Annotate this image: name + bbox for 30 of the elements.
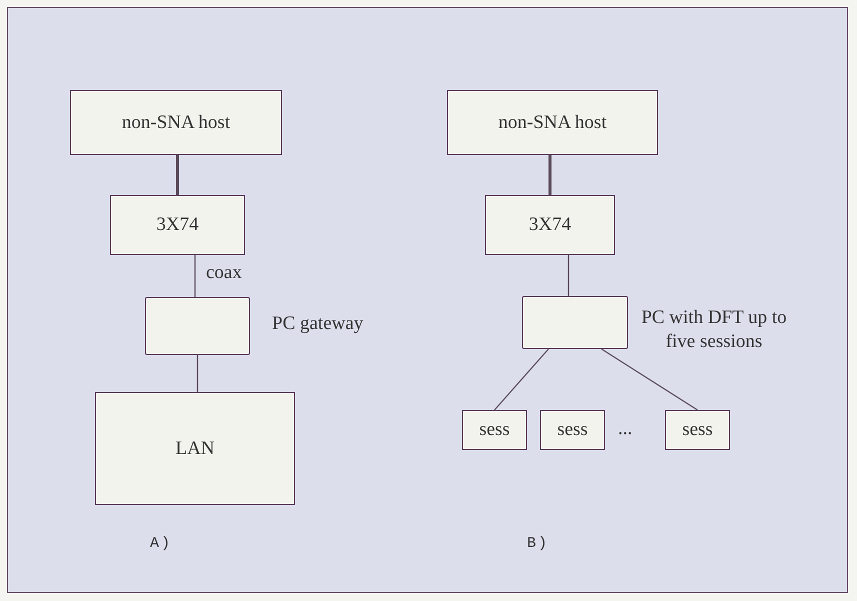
- box-label: non-SNA host: [497, 112, 608, 134]
- connector-line: [601, 348, 698, 410]
- panel-label: B): [527, 535, 550, 552]
- connector-line: [548, 155, 552, 195]
- connector-line: [494, 348, 549, 410]
- device-box: [665, 410, 730, 450]
- panel-label: A): [150, 535, 172, 552]
- connector-line: [196, 355, 198, 392]
- device-box: [95, 392, 295, 505]
- empty-box: [522, 296, 628, 349]
- ellipsis-label: ...: [618, 418, 632, 440]
- device-box: [447, 90, 658, 155]
- box-label: sess: [556, 419, 589, 441]
- device-box: [485, 195, 615, 255]
- device-box: [70, 90, 282, 155]
- device-caption: PC with DFT up to five sessions: [640, 306, 788, 354]
- empty-box: [145, 297, 250, 355]
- box-label: LAN: [174, 438, 216, 460]
- box-label: 3X74: [155, 214, 200, 236]
- device-box: [540, 410, 605, 450]
- device-box: [462, 410, 527, 450]
- box-label: sess: [478, 419, 511, 441]
- device-box: [110, 195, 245, 255]
- connector-line: [568, 255, 570, 296]
- connector-line: [176, 155, 179, 195]
- box-label: sess: [681, 419, 714, 441]
- connector-line: [194, 255, 196, 297]
- device-caption: PC gateway: [272, 312, 364, 336]
- box-label: 3X74: [528, 214, 572, 236]
- box-label: non-SNA host: [120, 112, 232, 134]
